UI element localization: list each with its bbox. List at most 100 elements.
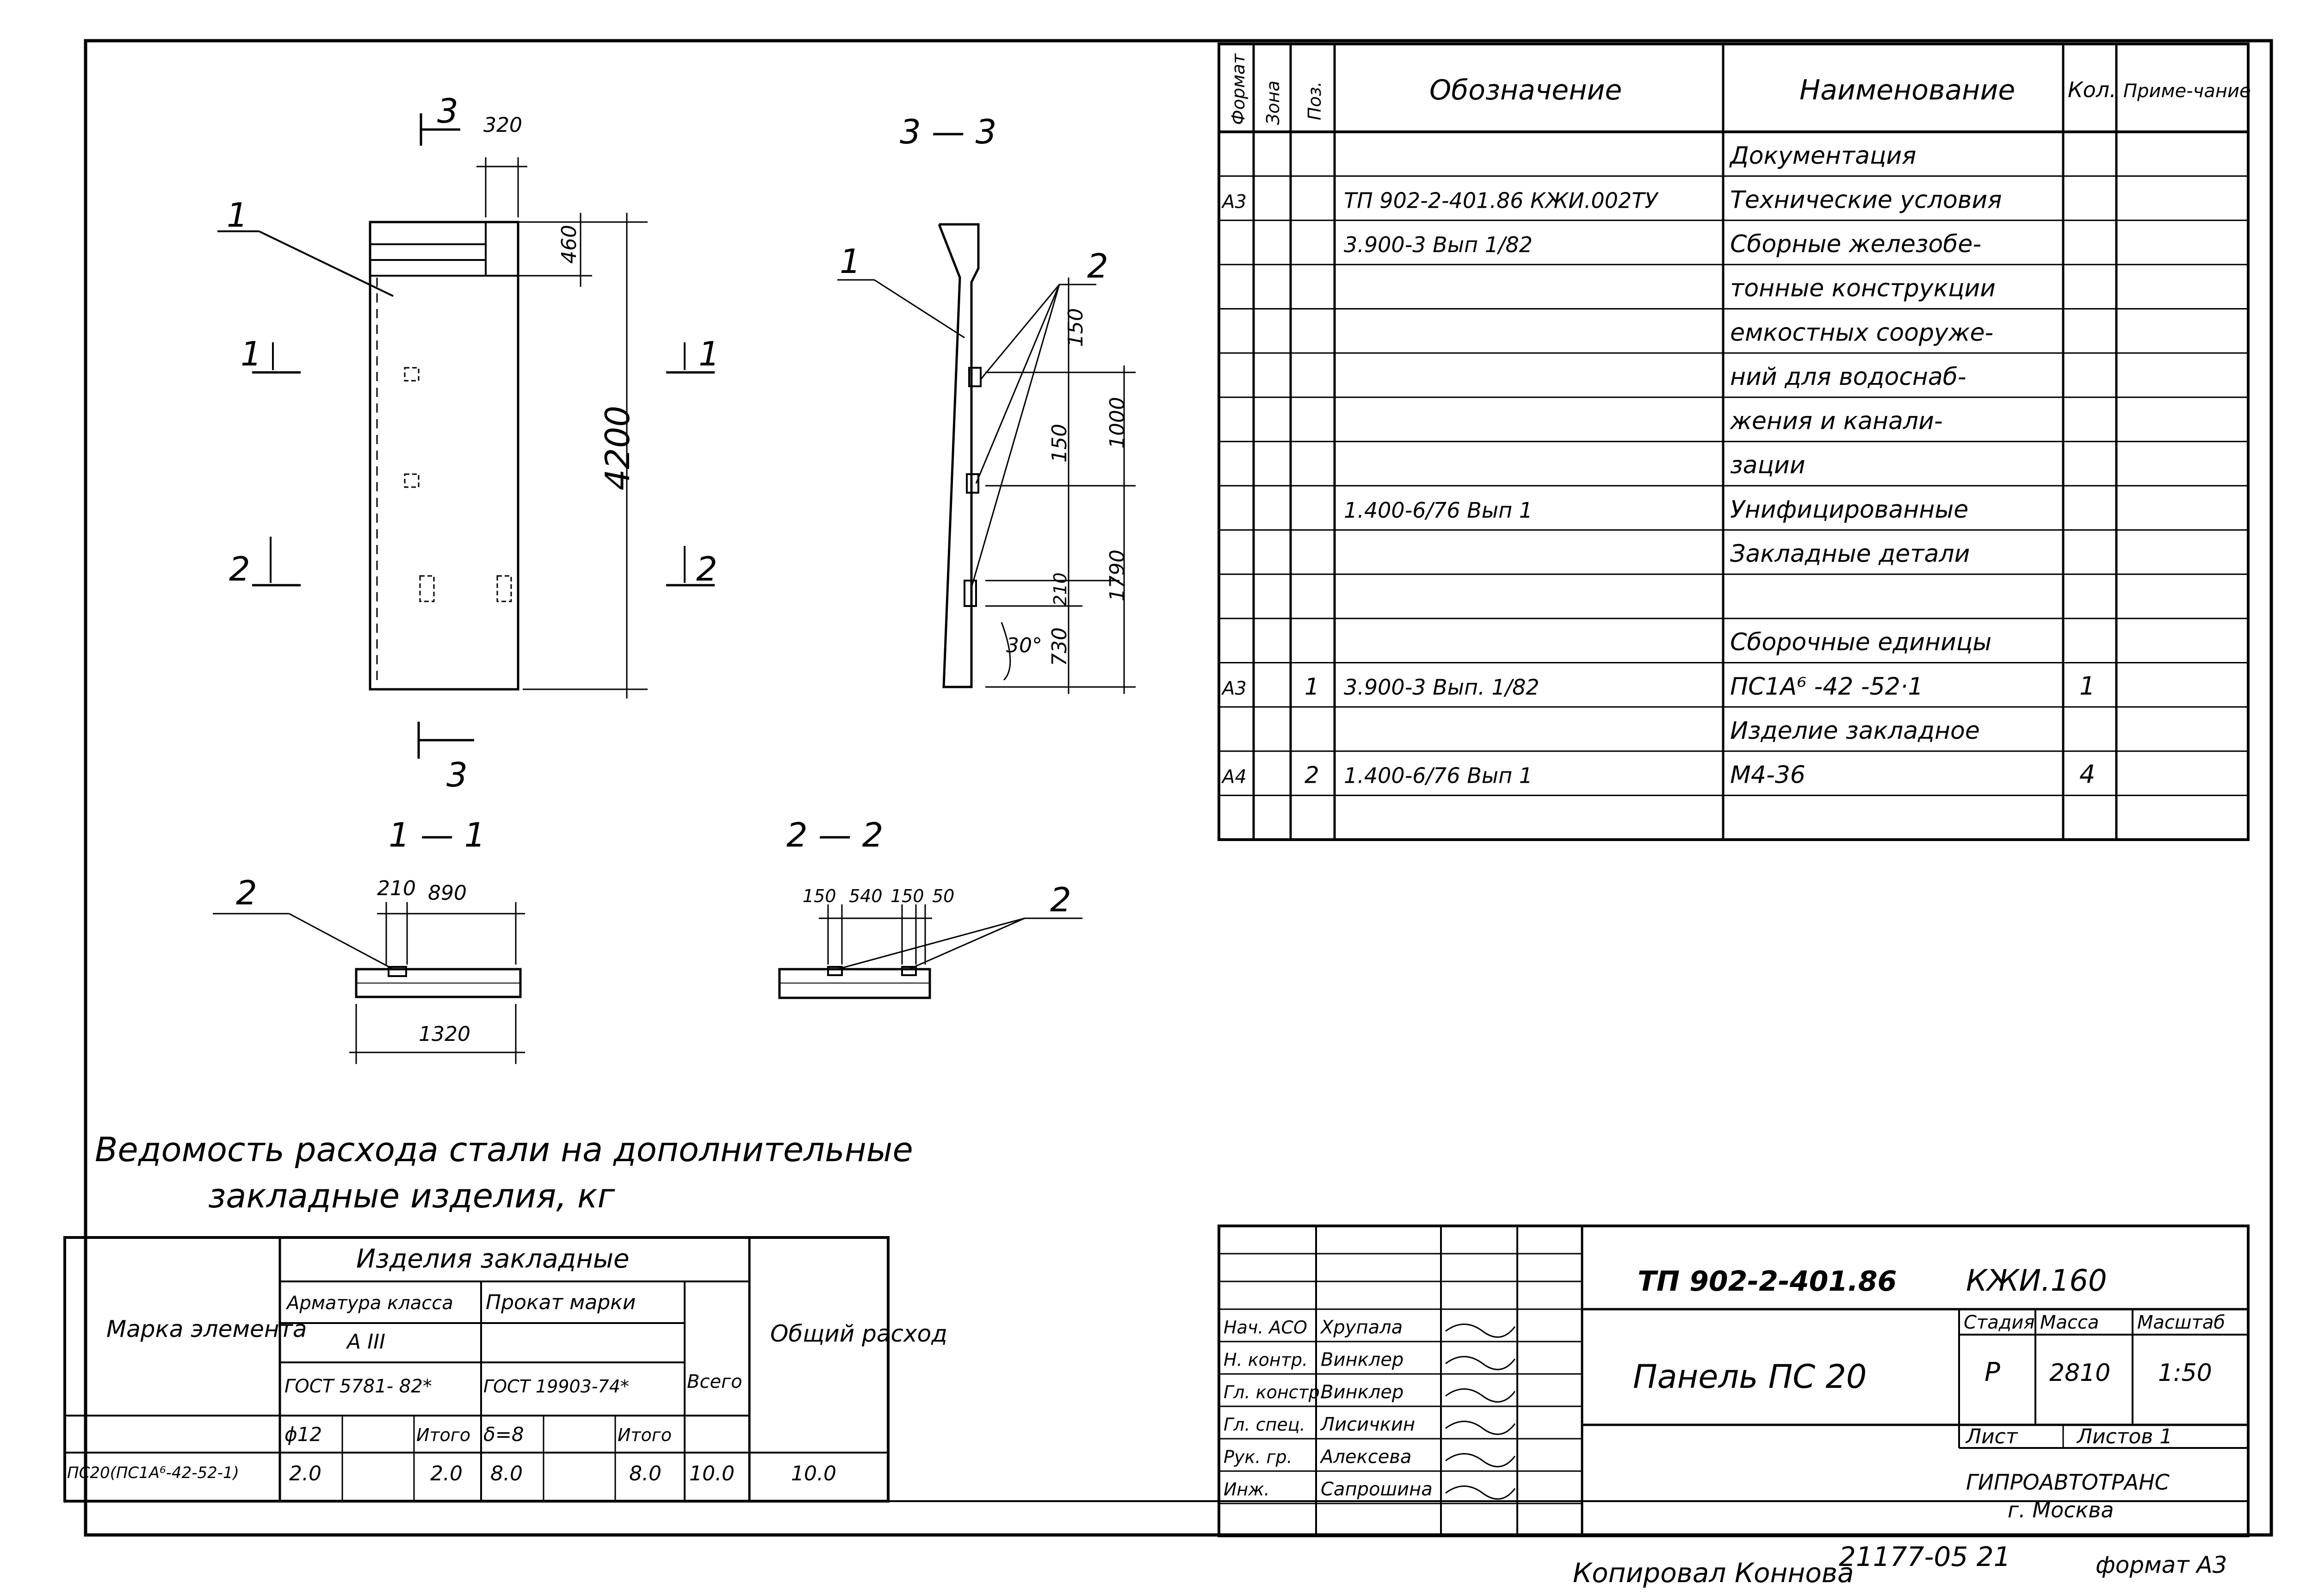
tb-person: Сапрошина bbox=[1321, 1479, 1433, 1500]
tb-code: ТП 902-2-401.86 bbox=[1638, 1265, 1897, 1298]
spec-head-zone: Зона bbox=[1263, 80, 1283, 125]
dim-4200: 4200 bbox=[598, 406, 637, 490]
spec-cell-designation: 3.900-3 Вып. 1/82 bbox=[1344, 674, 1540, 699]
steel-head-rebar: Арматура класса bbox=[285, 1293, 453, 1314]
footer-number: 21177-05 21 bbox=[1839, 1541, 2010, 1572]
spec-cell-designation: 1.400-6/76 Вып 1 bbox=[1344, 763, 1533, 788]
steel-head-general: Общий расход bbox=[770, 1320, 947, 1347]
pos1-label: 1 bbox=[227, 196, 248, 235]
sec33-pos2: 2 bbox=[1087, 247, 1108, 285]
cut-marker-3-top: 3 bbox=[437, 92, 458, 130]
spec-cell-name: Сборочные единицы bbox=[1730, 629, 1991, 656]
section-2-2-title: 2 — 2 bbox=[786, 816, 883, 854]
steel-title-2: закладные изделия, кг bbox=[208, 1176, 615, 1215]
tb-role: Рук. гр. bbox=[1224, 1447, 1292, 1467]
steel-head-rebar-gost: ГОСТ 5781- 82* bbox=[284, 1376, 432, 1397]
tb-org-2: г. Москва bbox=[2008, 1497, 2114, 1522]
steel-head-embedded: Изделия закладные bbox=[356, 1244, 630, 1274]
spec-cell-name: жения и канали- bbox=[1730, 408, 1943, 435]
tb-person: Винклер bbox=[1321, 1349, 1403, 1371]
steel-head-element: Марка элемента bbox=[106, 1316, 307, 1342]
spec-cell-name: зации bbox=[1730, 452, 1805, 479]
sec22-dim-150a: 150 bbox=[803, 886, 836, 906]
spec-cell-pos: 2 bbox=[1305, 762, 1319, 789]
tb-org-1: ГИПРОАВТОТРАНС bbox=[1966, 1470, 2170, 1495]
sec33-dim-150a: 150 bbox=[1064, 308, 1088, 347]
steel-row-phi12: 2.0 bbox=[289, 1462, 322, 1485]
sec33-angle: 30° bbox=[1006, 634, 1042, 657]
spec-cell-name: Изделие закладное bbox=[1730, 717, 1980, 745]
dim-460: 460 bbox=[557, 225, 581, 264]
cut-marker-2-right: 2 bbox=[696, 550, 717, 588]
tb-stage-label: Стадия bbox=[1964, 1312, 2034, 1333]
section-3-3-title: 3 — 3 bbox=[900, 112, 996, 151]
signature-mark bbox=[1445, 1356, 1516, 1370]
sec33-dim-1000: 1000 bbox=[1106, 397, 1129, 449]
sec33-dim-150b: 150 bbox=[1048, 424, 1071, 463]
spec-cell-designation: 1.400-6/76 Вып 1 bbox=[1344, 498, 1533, 523]
steel-title-1: Ведомость расхода стали на дополнительны… bbox=[95, 1130, 913, 1169]
spec-cell-pos: 1 bbox=[1305, 673, 1319, 700]
sec22-dim-50: 50 bbox=[932, 886, 954, 906]
steel-row-total: 10.0 bbox=[689, 1462, 735, 1485]
sec22-dim-540: 540 bbox=[849, 886, 883, 906]
spec-cell-designation: 3.900-3 Вып 1/82 bbox=[1344, 232, 1533, 257]
sec11-dim-1320: 1320 bbox=[419, 1022, 470, 1046]
section-1-1-title: 1 — 1 bbox=[389, 816, 485, 854]
steel-sub-delta: δ=8 bbox=[483, 1423, 524, 1446]
spec-cell-name: М4-36 bbox=[1730, 761, 1805, 789]
tb-stage: Р bbox=[1985, 1357, 2000, 1387]
spec-head-format: Формат bbox=[1228, 53, 1249, 125]
cut-marker-3-bottom: 3 bbox=[446, 755, 468, 794]
spec-cell-name: Унифицированные bbox=[1730, 496, 1968, 524]
spec-cell-name: Технические условия bbox=[1730, 186, 2002, 214]
tb-sheets-label: Листов 1 bbox=[2076, 1425, 2172, 1448]
tb-sheet-code: КЖИ.160 bbox=[1966, 1264, 2107, 1298]
tb-role: Инж. bbox=[1224, 1479, 1270, 1500]
spec-head-note: Приме-чание bbox=[2123, 80, 2251, 102]
signature-mark bbox=[1445, 1421, 1516, 1435]
section-1-1: 1 — 1 2 210 890 1320 bbox=[213, 816, 525, 1064]
section-2-2: 2 — 2 2 150 540 150 50 bbox=[778, 816, 1082, 999]
tb-role: Гл. спец. bbox=[1224, 1415, 1305, 1435]
sec33-pos1: 1 bbox=[840, 242, 861, 281]
steel-row-itogo2: 8.0 bbox=[629, 1462, 662, 1485]
steel-row-itogo1: 2.0 bbox=[430, 1462, 463, 1485]
tb-person: Алексева bbox=[1319, 1447, 1411, 1468]
signature-mark bbox=[1445, 1485, 1516, 1500]
spec-cell-name: тонные конструкции bbox=[1730, 275, 1996, 303]
footer-format: формат А3 bbox=[2096, 1552, 2227, 1578]
steel-head-total: Всего bbox=[687, 1371, 742, 1392]
sheet-frame bbox=[84, 39, 2273, 1537]
spec-head-pos: Поз. bbox=[1305, 81, 1325, 120]
tb-sheet-label: Лист bbox=[1965, 1425, 2018, 1448]
specification-table: Формат Зона Поз. Обозначение Наименовани… bbox=[1218, 43, 2251, 841]
steel-sub-itogo2: Итого bbox=[618, 1425, 672, 1445]
steel-row-general: 10.0 bbox=[791, 1462, 836, 1485]
tb-person: Хрупала bbox=[1320, 1317, 1403, 1338]
tb-person: Лисичкин bbox=[1320, 1414, 1415, 1435]
cut-marker-1-left: 1 bbox=[241, 334, 262, 373]
tb-role: Гл. констр. bbox=[1224, 1382, 1325, 1403]
steel-head-rebar-class: А ІІІ bbox=[346, 1330, 385, 1354]
tb-name: Панель ПС 20 bbox=[1633, 1358, 1867, 1396]
steel-row-delta8: 8.0 bbox=[490, 1462, 523, 1485]
spec-cell-qty: 4 bbox=[2079, 760, 2095, 789]
spec-cell-format: А4 bbox=[1221, 767, 1247, 788]
tb-scale-label: Масштаб bbox=[2137, 1312, 2225, 1333]
sec11-dim-890: 890 bbox=[428, 881, 467, 905]
spec-head-designation: Обозначение bbox=[1429, 74, 1622, 106]
spec-cell-qty: 1 bbox=[2079, 671, 2095, 700]
spec-head-qty: Кол. bbox=[2068, 77, 2116, 102]
tb-person: Винклер bbox=[1321, 1382, 1403, 1403]
sec11-dim-210: 210 bbox=[377, 877, 416, 900]
cut-marker-1-right: 1 bbox=[699, 334, 720, 373]
spec-cell-designation: ТП 902-2-401.86 КЖИ.002ТУ bbox=[1344, 188, 1659, 213]
spec-cell-name: ний для водоснаб- bbox=[1730, 363, 1966, 391]
tb-mass: 2810 bbox=[2049, 1359, 2110, 1387]
spec-cell-name: Закладные детали bbox=[1730, 540, 1970, 568]
tb-mass-label: Масса bbox=[2040, 1312, 2099, 1333]
signature-mark bbox=[1445, 1453, 1516, 1467]
sec22-pos2: 2 bbox=[1050, 880, 1071, 919]
steel-head-profile-gost: ГОСТ 19903-74* bbox=[483, 1376, 629, 1397]
